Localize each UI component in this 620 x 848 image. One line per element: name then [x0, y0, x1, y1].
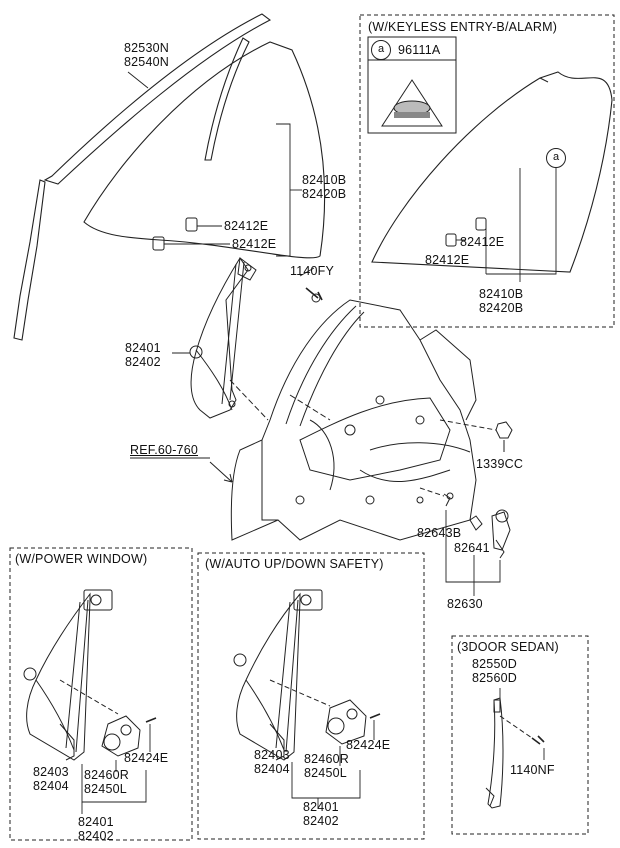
label-pw-82404: 82404	[33, 779, 69, 793]
keyless-callouts	[456, 168, 557, 282]
label-kl-82412e-lower: 82412E	[425, 253, 470, 267]
label-82643b: 82643B	[417, 526, 462, 540]
keyless-bolt-1	[475, 217, 487, 231]
label-pw-82450l: 82450L	[84, 782, 127, 796]
security-triangle	[381, 79, 443, 127]
au-regulator	[233, 589, 323, 761]
sedan-box-frame	[451, 635, 589, 835]
label-sd-1140nf: 1140NF	[510, 763, 555, 777]
label-pw-82460r: 82460R	[84, 768, 129, 782]
glass-bolts	[152, 217, 198, 251]
sedan-box-title: (3DOOR SEDAN)	[455, 640, 561, 654]
auto-updown-box-frame	[197, 552, 425, 840]
label-82401: 82401	[125, 341, 161, 355]
sticker-part-number: 96111A	[398, 43, 441, 57]
label-pw-82424e: 82424E	[124, 751, 169, 765]
label-au-82460r: 82460R	[304, 752, 349, 766]
glass-circle-ref: a	[546, 148, 566, 168]
sedan-sash	[487, 697, 504, 809]
keyless-box-title: (W/KEYLESS ENTRY-B/ALARM)	[366, 20, 560, 34]
ref-arrow	[209, 461, 233, 483]
pw-regulator	[23, 589, 113, 761]
pw-motor	[101, 715, 157, 757]
label-au-82404: 82404	[254, 762, 290, 776]
label-kl-82420b: 82420B	[479, 301, 524, 315]
callouts-top	[127, 71, 315, 354]
keyless-box-frame	[359, 14, 615, 328]
door-glass	[83, 41, 326, 259]
label-82540n: 82540N	[124, 55, 169, 69]
main-regulator	[189, 257, 257, 419]
door-frame	[230, 299, 477, 541]
sedan-screw	[531, 735, 545, 745]
sticker-frame	[367, 36, 457, 134]
power-window-box-title: (W/POWER WINDOW)	[13, 552, 150, 566]
power-window-box-frame	[9, 547, 193, 841]
label-82641: 82641	[454, 541, 490, 555]
label-kl-82412e-upper: 82412E	[460, 235, 505, 249]
pw-callouts	[81, 724, 151, 814]
label-ref-60-760: REF.60-760	[130, 443, 199, 457]
label-82530n: 82530N	[124, 41, 169, 55]
label-82410b: 82410B	[302, 173, 347, 187]
clip-82643b	[443, 493, 451, 507]
label-sd-82550d: 82550D	[472, 657, 517, 671]
label-sd-82560d: 82560D	[472, 671, 517, 685]
handle-callouts	[445, 510, 501, 596]
label-au-82450l: 82450L	[304, 766, 347, 780]
label-pw-82402: 82402	[78, 829, 114, 843]
label-au-82403: 82403	[254, 748, 290, 762]
au-motor	[325, 699, 381, 745]
label-82630: 82630	[447, 597, 483, 611]
label-82420b: 82420B	[302, 187, 347, 201]
keyless-glass	[371, 71, 613, 273]
au-callouts	[291, 720, 375, 808]
auto-updown-box-title: (W/AUTO UP/DOWN SAFETY)	[203, 557, 386, 571]
label-au-82401: 82401	[303, 800, 339, 814]
label-1140fy: 1140FY	[290, 264, 335, 278]
label-kl-82410b: 82410B	[479, 287, 524, 301]
label-au-82424e: 82424E	[346, 738, 391, 752]
grommet-1339cc	[495, 421, 513, 439]
label-pw-82403: 82403	[33, 765, 69, 779]
handle-group	[469, 509, 511, 559]
keyless-bolt-2	[445, 233, 457, 247]
sticker-circle-ref: a	[371, 40, 391, 60]
label-82412e-lower: 82412E	[232, 237, 277, 251]
glass-run-channel	[13, 13, 272, 341]
label-pw-82401: 82401	[78, 815, 114, 829]
label-82402: 82402	[125, 355, 161, 369]
label-1339cc: 1339CC	[476, 457, 524, 471]
ref-dash	[229, 379, 269, 421]
label-au-82402: 82402	[303, 814, 339, 828]
label-82412e-upper: 82412E	[224, 219, 269, 233]
